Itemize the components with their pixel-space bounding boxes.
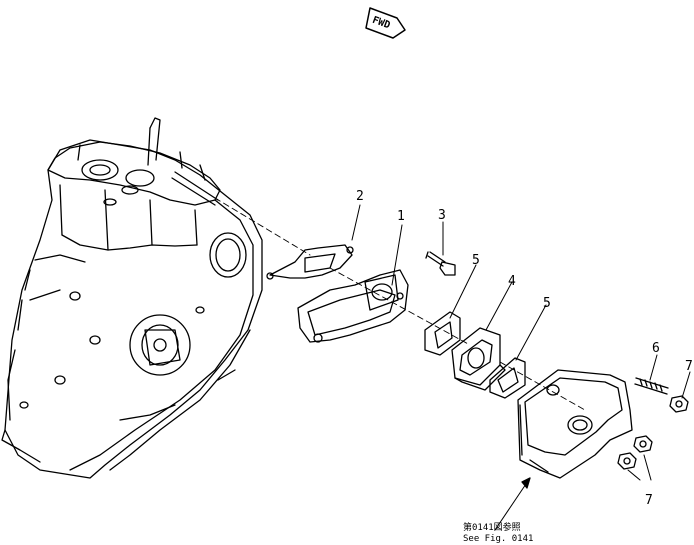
reference-note-japanese: 第0141図参照 <box>463 521 521 533</box>
leader-lines <box>351 204 691 481</box>
gasket-right <box>489 357 526 399</box>
callout-7-lower: 7 <box>645 493 653 508</box>
callout-2: 2 <box>356 189 364 204</box>
callout-4: 4 <box>508 274 516 289</box>
gasket-left <box>424 311 461 356</box>
exhaust-manifold <box>297 269 409 343</box>
nut-upper <box>669 395 689 413</box>
manifold-gasket <box>266 244 354 280</box>
callout-5-left: 5 <box>472 253 480 268</box>
bolt <box>425 251 456 276</box>
fwd-label: FWD <box>371 15 392 32</box>
muffler-body <box>517 369 633 479</box>
callout-5-right: 5 <box>543 296 551 311</box>
callout-7-upper: 7 <box>685 359 693 374</box>
engine-block <box>1 117 263 479</box>
reference-arrow <box>494 477 531 531</box>
forward-direction-arrow <box>365 7 406 39</box>
nut-middle <box>633 435 653 453</box>
nut-lower <box>617 452 637 470</box>
stud-bolt <box>634 377 669 395</box>
callout-1: 1 <box>397 209 405 224</box>
reference-note-english: See Fig. 0141 <box>463 534 533 544</box>
assembly-axis-line <box>214 197 586 411</box>
callout-3: 3 <box>438 208 446 223</box>
callout-6: 6 <box>652 341 660 356</box>
